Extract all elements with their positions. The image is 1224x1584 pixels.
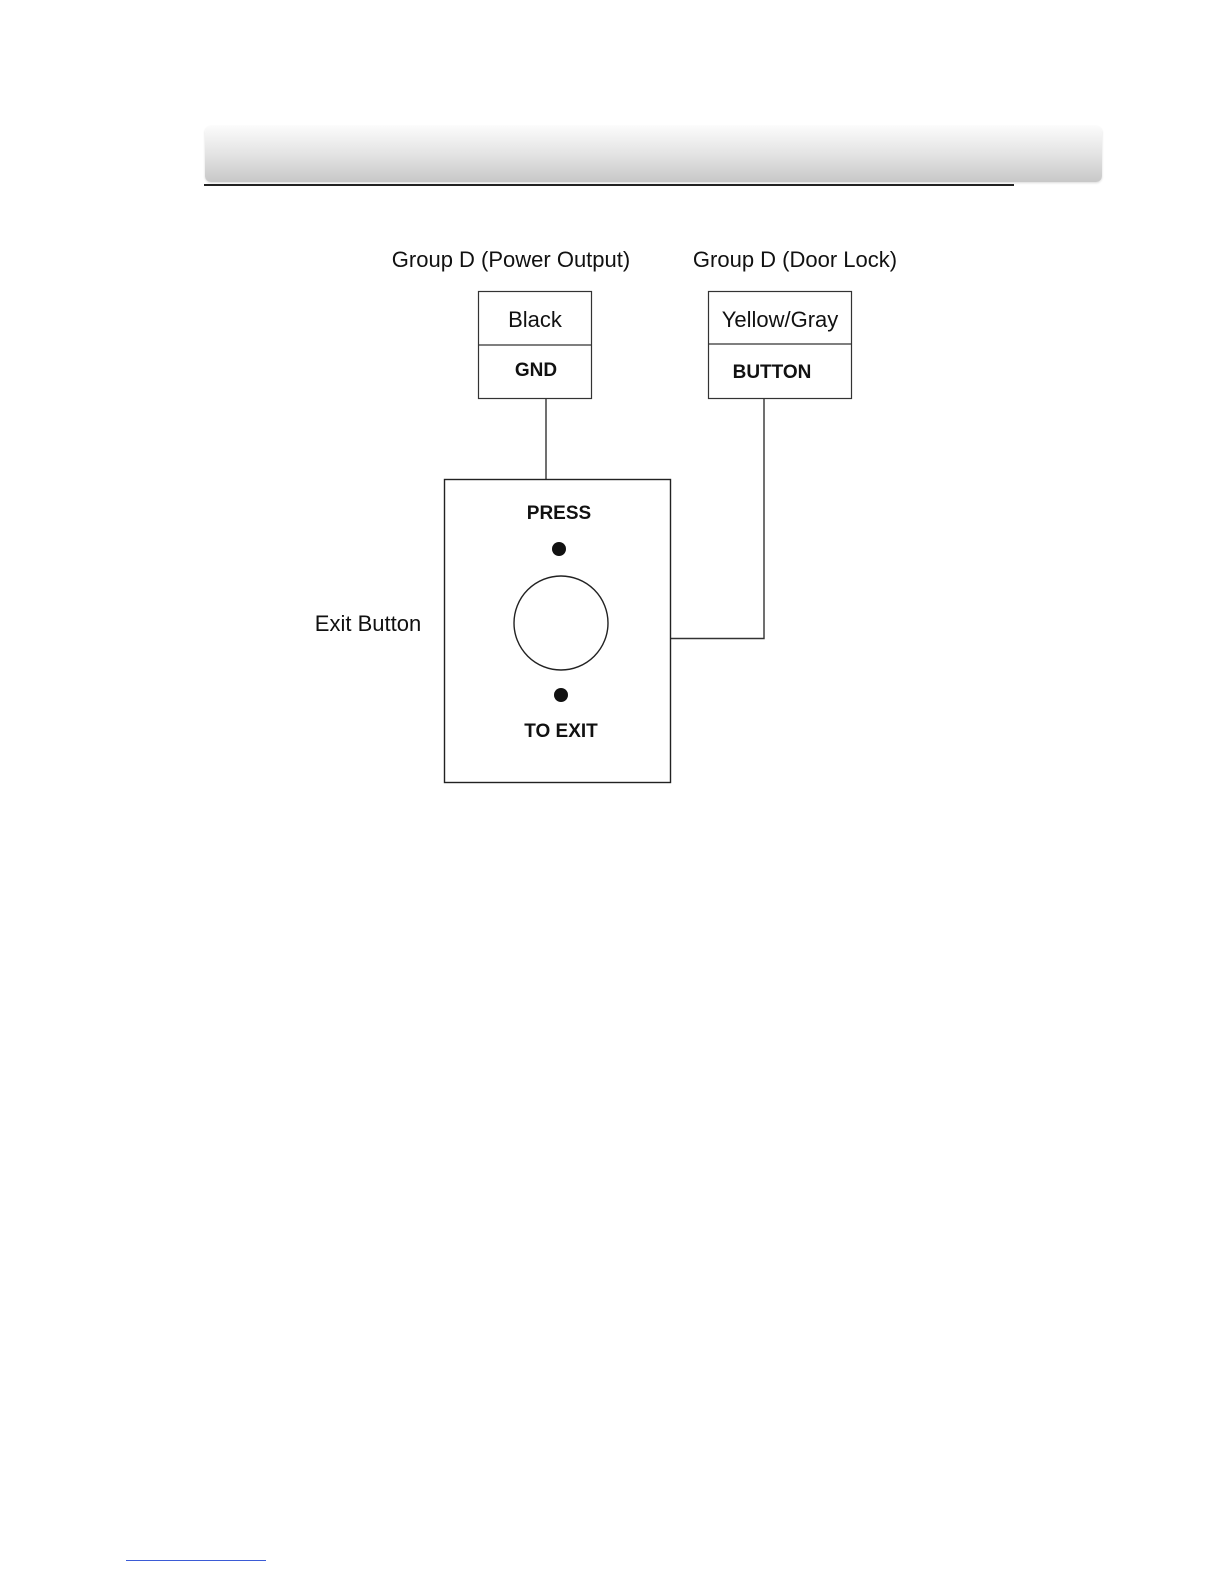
door-lock-group-title: Group D (Door Lock) [693,247,897,272]
power-output-terminal-block: Black GND [479,292,592,399]
press-label: PRESS [527,503,591,524]
yellow-gray-wire-label: Yellow/Gray [722,307,839,332]
button-wire [670,399,764,639]
power-output-group-title: Group D (Power Output) [392,247,630,272]
gnd-terminal-label: GND [515,360,557,381]
top-indicator-dot [552,542,566,556]
door-lock-terminal-block: Yellow/Gray BUTTON [709,292,852,399]
button-terminal-label: BUTTON [733,362,812,383]
exit-button-label: Exit Button [315,611,421,636]
black-wire-label: Black [508,307,563,332]
to-exit-label: TO EXIT [524,721,598,742]
bottom-indicator-dot [554,688,568,702]
push-button-icon [514,576,608,670]
footer-link-underline [126,1560,266,1561]
exit-button-device: PRESS TO EXIT [445,480,671,783]
